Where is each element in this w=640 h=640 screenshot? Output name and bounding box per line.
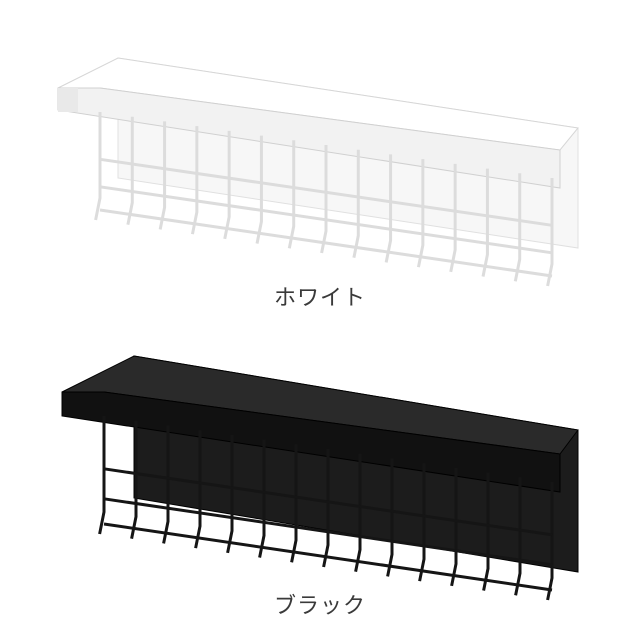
- basket-wire: [98, 416, 106, 535]
- black-basket-image: [0, 320, 640, 640]
- basket-wire: [287, 140, 296, 249]
- black-variant-label: ブラック: [273, 594, 366, 619]
- basket-rail: [103, 467, 553, 537]
- basket-wire: [290, 444, 298, 563]
- white-basket-illustration: [57, 57, 579, 287]
- basket-wire: [352, 149, 360, 259]
- basket-wire: [255, 135, 263, 244]
- basket-wire: [322, 449, 330, 568]
- basket-rail: [99, 208, 553, 278]
- basket-rail: [103, 497, 553, 567]
- basket-wire: [418, 463, 426, 582]
- basket-wire: [320, 145, 328, 254]
- basket-wire: [258, 439, 266, 558]
- basket-wire: [513, 173, 522, 282]
- basket-wire: [226, 434, 234, 554]
- basket-wire: [223, 130, 231, 240]
- basket-wire: [194, 430, 202, 549]
- basket-wire: [546, 482, 554, 601]
- basket-wire: [162, 425, 170, 544]
- white-basket-image: [57, 57, 579, 287]
- basket-wire: [190, 126, 199, 235]
- white-variant-label: ホワイト: [273, 286, 366, 311]
- basket-wire: [481, 168, 489, 277]
- basket-wire: [482, 472, 490, 591]
- basket-wire: [386, 458, 394, 577]
- basket-wire: [384, 154, 393, 263]
- basket-rail: [99, 185, 553, 255]
- basket-wire: [126, 116, 134, 226]
- black-basket-illustration: [61, 355, 579, 601]
- basket-wire: [416, 159, 425, 268]
- basket-wire: [546, 178, 554, 287]
- basket-wire: [94, 112, 102, 221]
- basket-rail: [99, 157, 553, 227]
- basket-wire: [354, 453, 362, 573]
- basket-wire: [158, 121, 167, 230]
- basket-wire: [450, 467, 458, 587]
- basket-wire: [130, 420, 138, 540]
- basket-wire: [514, 477, 522, 596]
- basket-wire: [449, 163, 457, 273]
- basket-rail: [103, 522, 553, 592]
